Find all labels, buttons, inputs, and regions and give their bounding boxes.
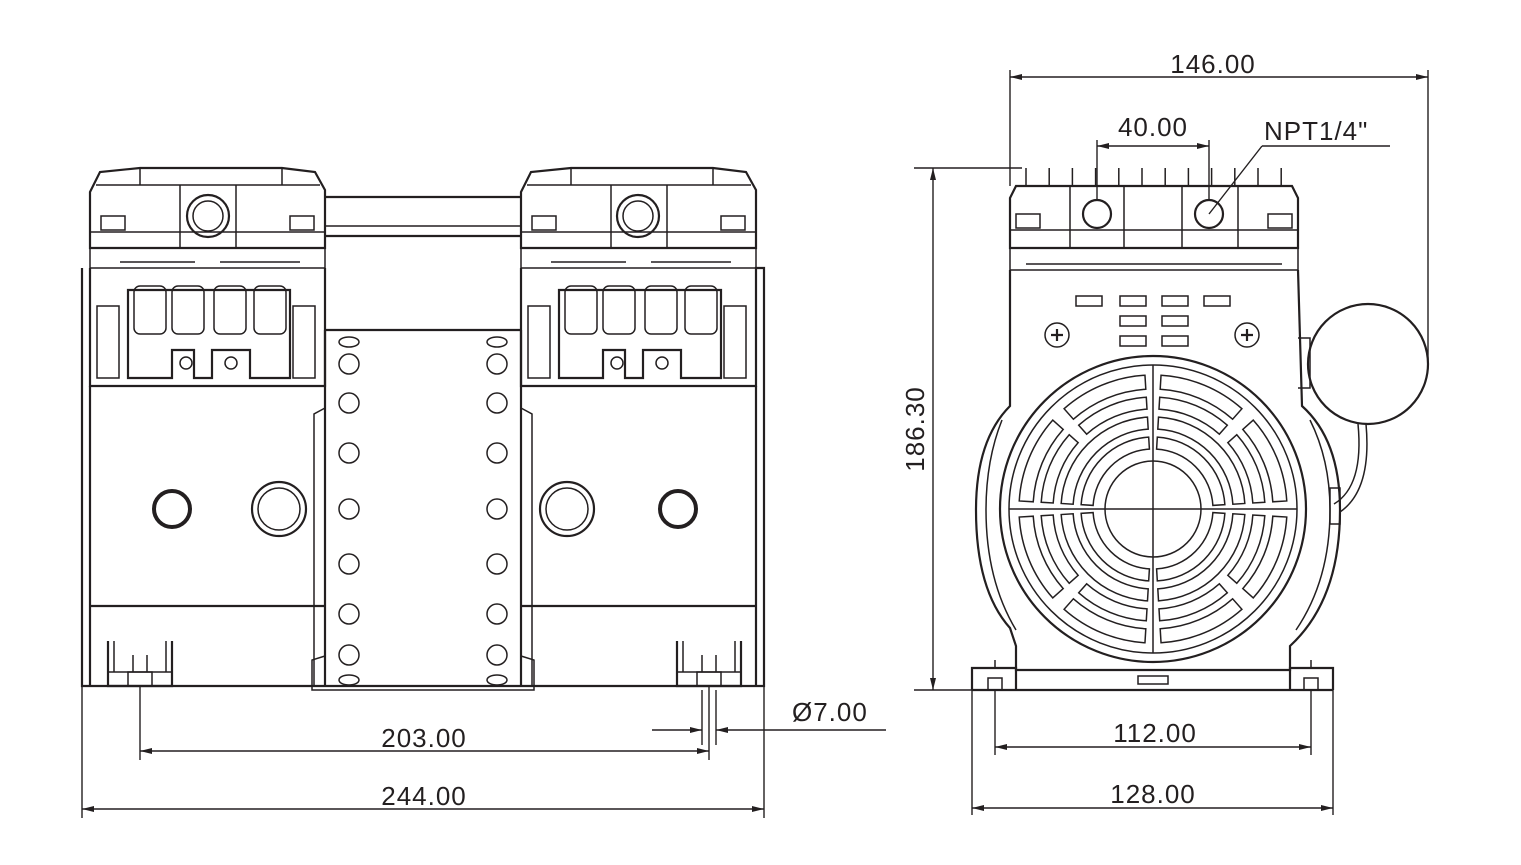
grille-slot [1080, 436, 1151, 507]
vent-hole [338, 603, 360, 625]
dim-203-label: 203.00 [381, 723, 467, 753]
vent-hole [338, 392, 360, 414]
grille-slot [1241, 515, 1288, 599]
grille-slot [1063, 597, 1147, 644]
motor-housing [974, 269, 1342, 672]
grille-slot [1077, 582, 1148, 622]
grille-slot [1018, 419, 1065, 503]
dim-186: 186.30 [900, 167, 1022, 691]
grille-slot [1226, 514, 1266, 585]
side-view: 146.00 40.00 NPT1/4" 186.30 112.00 [900, 49, 1430, 815]
front-left-foot [106, 641, 174, 688]
vent-hole [486, 674, 508, 686]
vent-hole [486, 644, 508, 666]
vent-hole [338, 336, 360, 348]
front-ports [152, 480, 698, 538]
dim-diameter-label: Ø7.00 [792, 697, 868, 727]
grille-slot [1040, 514, 1080, 585]
right-crankcase-ribs [527, 285, 747, 380]
dim-146: 146.00 [1009, 49, 1429, 364]
dim-112: 112.00 [994, 690, 1312, 755]
pump-body [80, 266, 766, 688]
grille-slot [1077, 396, 1148, 436]
dim-128: 128.00 [971, 690, 1334, 815]
front-right-foot [675, 641, 743, 688]
dim-203: 203.00 [139, 686, 710, 760]
motor-band-holes-right [486, 336, 508, 686]
motor-band-holes-left [338, 336, 360, 686]
fan-grille-slots [1009, 365, 1297, 653]
grille-slot [1159, 374, 1243, 421]
fan-grille [998, 354, 1308, 685]
left-crankcase-ribs [96, 285, 316, 380]
side-feet [970, 660, 1335, 692]
dim-128-label: 128.00 [1110, 779, 1196, 809]
vent-hole [486, 392, 508, 414]
grille-slot [1060, 513, 1149, 602]
dim-112-label: 112.00 [1113, 718, 1197, 748]
right-cylinder-head [519, 166, 758, 269]
vent-hole [486, 498, 508, 520]
left-cylinder-head [88, 166, 327, 269]
grille-slot [1226, 433, 1266, 504]
front-view: 203.00 244.00 Ø7.00 [80, 166, 886, 818]
vent-hole [338, 498, 360, 520]
vent-hole [338, 353, 360, 375]
grille-slot [1158, 582, 1229, 622]
grille-slot [1018, 515, 1065, 599]
motor-band [311, 328, 535, 691]
npt-callout: NPT1/4" [1208, 116, 1390, 215]
dim-244-label: 244.00 [381, 781, 467, 811]
grille-slot [1241, 419, 1288, 503]
dim-186-label: 186.30 [900, 386, 930, 472]
dim-diameter-7: Ø7.00 [652, 690, 886, 745]
grille-slot [1157, 513, 1246, 602]
grille-slot [1080, 511, 1151, 582]
dim-40-label: 40.00 [1118, 112, 1188, 142]
dim-244: 244.00 [81, 686, 765, 818]
vent-hole [486, 603, 508, 625]
vent-hole [338, 644, 360, 666]
vent-hole [338, 553, 360, 575]
grille-slot [1155, 436, 1226, 507]
dim-146-label: 146.00 [1170, 49, 1256, 79]
capacitor-box [1298, 302, 1430, 525]
cooling-fins [1025, 168, 1282, 186]
grille-slot [1158, 396, 1229, 436]
npt-label: NPT1/4" [1264, 116, 1368, 146]
grille-slot [1040, 433, 1080, 504]
grille-slot [1155, 511, 1226, 582]
grille-slot [1159, 597, 1243, 644]
grille-slot [1157, 416, 1246, 505]
dim-40: 40.00 [1096, 112, 1210, 200]
vent-hole [338, 442, 360, 464]
side-head [1008, 168, 1300, 271]
connecting-tube [325, 195, 521, 238]
vent-hole [486, 353, 508, 375]
grille-slot [1063, 374, 1147, 421]
grille-slot [1060, 416, 1149, 505]
vent-hole [486, 336, 508, 348]
vent-hole [486, 442, 508, 464]
vent-hole [338, 674, 360, 686]
vent-hole [486, 553, 508, 575]
